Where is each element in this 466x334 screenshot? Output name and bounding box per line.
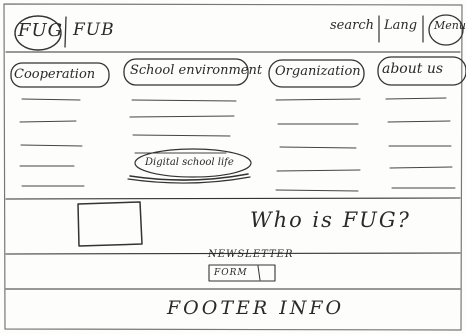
pill-cooperation[interactable] — [10, 62, 110, 88]
digital-school-life-bubble[interactable] — [134, 148, 252, 178]
pill-about-us[interactable] — [377, 56, 466, 86]
about-heading: Who is FUG? — [250, 208, 411, 232]
category-school-environment-label[interactable]: School environment — [130, 63, 263, 78]
nav-menu-button[interactable]: Menu — [434, 19, 466, 32]
newsletter-form-box[interactable] — [208, 264, 276, 282]
pill-school-environment[interactable] — [123, 58, 249, 86]
image-placeholder — [77, 201, 143, 247]
category-organization-label[interactable]: Organization — [275, 64, 361, 79]
logo-circle[interactable] — [14, 15, 62, 51]
digital-school-life-link[interactable]: Digital school life — [145, 157, 234, 168]
logo-secondary-text[interactable]: FUB — [73, 20, 115, 40]
nav-lang-link[interactable]: Lang — [384, 18, 418, 33]
pill-organization[interactable] — [268, 59, 365, 88]
category-about-us-label[interactable]: about us — [382, 61, 444, 77]
menu-circle[interactable] — [428, 14, 464, 46]
nav-search-link[interactable]: search — [330, 18, 374, 33]
category-cooperation-label[interactable]: Cooperation — [14, 67, 96, 82]
newsletter-title: NEWSLETTER — [208, 249, 294, 260]
newsletter-form-label[interactable]: FORM — [214, 268, 248, 278]
footer-text: FOOTER INFO — [167, 297, 345, 319]
logo-text[interactable]: FUG — [18, 20, 64, 41]
